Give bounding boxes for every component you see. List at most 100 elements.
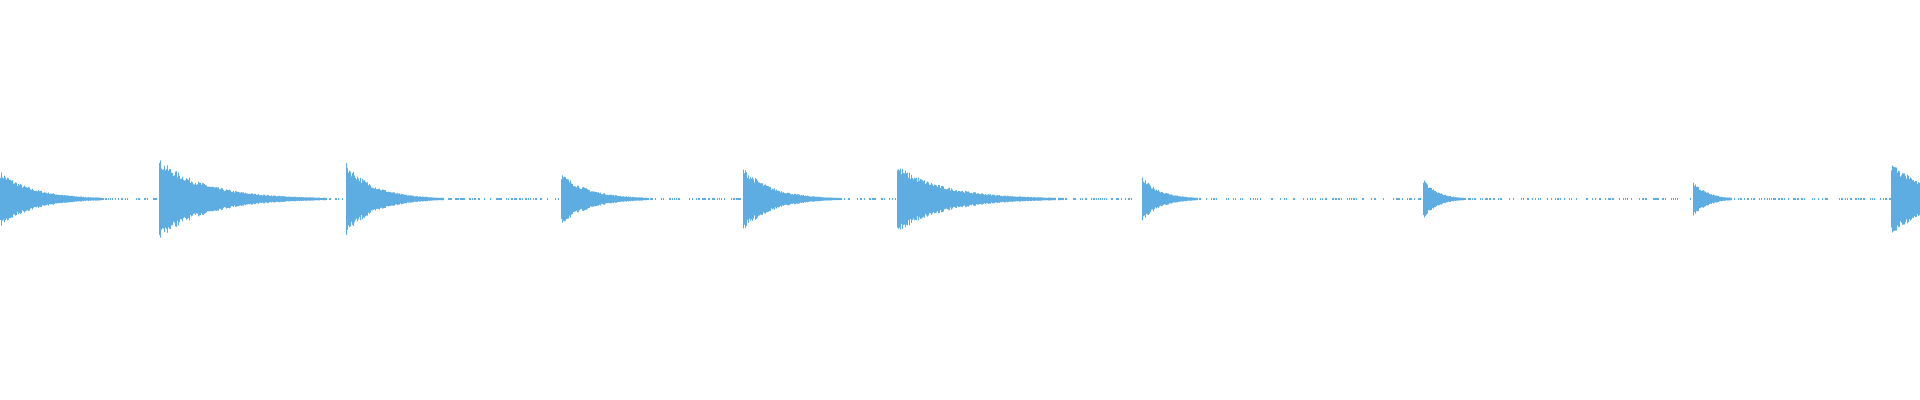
waveform-sample-bar [635,197,636,201]
waveform-sample-bar [1074,198,1075,200]
waveform-sample-bar [1701,190,1702,208]
waveform-sample-bar [579,187,580,211]
waveform-sample-bar [943,186,944,212]
waveform-sample-bar [260,195,261,203]
waveform-sample-bar [1861,198,1862,200]
waveform-sample-bar [676,198,677,200]
waveform-sample-bar [1325,198,1326,200]
waveform-sample-bar [583,186,584,212]
waveform-sample-bar [411,195,412,203]
waveform-sample-bar [1720,196,1721,202]
waveform-sample-bar [785,193,786,205]
waveform-sample-bar [478,198,479,200]
waveform-sample-bar [967,191,968,207]
waveform-sample-bar [919,180,920,218]
waveform-sample-bar [320,197,321,201]
waveform-sample-bar [1906,178,1907,220]
waveform-sample-bar [1080,198,1081,200]
waveform-sample-bar [1424,180,1425,218]
waveform-sample-bar [1027,196,1028,202]
waveform-sample-bar [60,195,61,203]
waveform-sample-bar [199,182,200,216]
waveform-sample-bar [570,180,571,218]
waveform-sample-bar [1818,198,1819,200]
waveform-sample-bar [1697,186,1698,212]
waveform-sample-bar [234,192,235,206]
waveform-sample-bar [913,179,914,219]
waveform-sample-bar [777,190,778,208]
waveform-sample-bar [249,193,250,205]
waveform-sample-bar [1188,197,1189,201]
waveform-sample-bar [83,196,84,202]
waveform-sample-bar [599,193,600,205]
waveform-sample-bar [1065,198,1066,200]
waveform-sample-bar [1472,198,1473,200]
waveform-sample-bar [731,198,732,200]
waveform-sample-bar [16,182,17,216]
waveform-sample-bar [363,180,364,218]
waveform-sample-bar [794,193,795,205]
waveform-sample-bar [772,188,773,210]
waveform-sample-bar [1005,195,1006,203]
waveform-sample-bar [1453,196,1454,202]
waveform-sample-bar [209,186,210,212]
waveform-sample-bar [983,194,984,204]
waveform-sample-bar [1487,198,1488,200]
waveform-sample-bar [617,195,618,203]
waveform-sample-bar [944,188,945,210]
waveform-sample-bar [1150,185,1151,213]
waveform-sample-bar [262,195,263,203]
waveform-sample-bar [1028,196,1029,202]
waveform-sample-bar [761,183,762,215]
waveform-sample-bar [820,196,821,202]
waveform-sample-bar [408,195,409,203]
waveform-sample-bar [1754,198,1755,200]
waveform-sample-bar [1704,191,1705,207]
waveform-sample-bar [928,182,929,216]
waveform-sample-bar [1918,182,1919,216]
waveform-sample-bar [792,194,793,204]
waveform-sample-bar [1160,192,1161,206]
waveform-sample-bar [1371,198,1372,200]
waveform-sample-bar [580,188,581,210]
waveform-sample-bar [221,188,222,210]
waveform-sample-bar [1812,198,1813,200]
waveform-sample-bar [1041,197,1042,201]
waveform-sample-bar [834,197,835,201]
waveform-sample-bar [1557,198,1558,200]
waveform-sample-bar [1773,198,1774,200]
waveform-sample-bar [292,196,293,202]
waveform-sample-bar [874,198,875,200]
waveform-sample-bar [825,197,826,201]
waveform-sample-bar [92,197,93,201]
waveform-sample-bar [1595,198,1596,200]
waveform-sample-bar [108,197,109,201]
waveform-sample-bar [1841,198,1842,200]
waveform-sample-bar [797,194,798,204]
waveform-sample-bar [1717,195,1718,203]
waveform-sample-bar [1793,198,1794,200]
waveform-sample-bar [403,194,404,204]
waveform-sample-bar [907,172,908,226]
waveform-sample-bar [1015,196,1016,202]
waveform-sample-bar [837,197,838,201]
waveform-sample-bar [58,194,59,204]
waveform-sample-bar [302,197,303,201]
waveform-sample-bar [3,178,4,220]
waveform-sample-bar [1463,197,1464,201]
waveform-sample-bar [335,198,336,200]
waveform-sample-bar [591,191,592,207]
waveform-sample-bar [356,179,357,219]
waveform-sample-bar [216,187,217,211]
waveform-sample-bar [50,193,51,205]
waveform-sample-bar [923,181,924,217]
waveform-sample-bar [788,192,789,206]
waveform-sample-bar [519,198,520,200]
waveform-sample-bar [263,194,264,204]
waveform-sample-bar [1347,198,1348,200]
waveform-sample-bar [1307,198,1308,200]
waveform-sample-bar [836,197,837,201]
waveform-sample-bar [69,195,70,203]
waveform-sample-bar [646,197,647,201]
waveform-sample-bar [1908,175,1909,223]
